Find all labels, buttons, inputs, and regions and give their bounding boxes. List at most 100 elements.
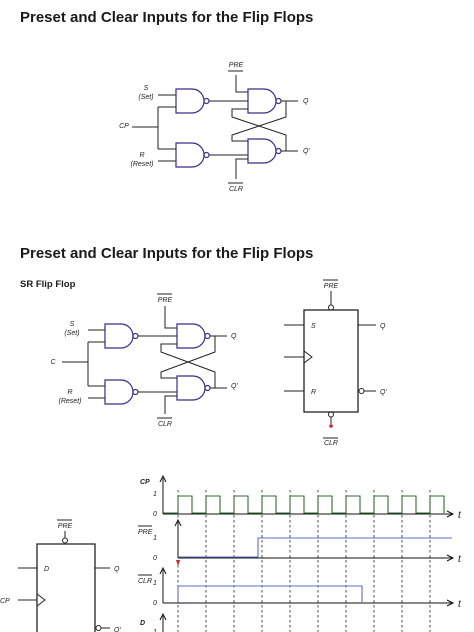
- dff-qbar-label: Q': [114, 627, 121, 632]
- nand-bubble-set: [203, 97, 210, 105]
- block-r-label: R: [311, 389, 316, 396]
- clr-axis-y: [159, 566, 167, 603]
- sr-flip-flop-subtitle: SR Flip Flop: [20, 279, 76, 290]
- pre-label: PRE: [229, 62, 244, 69]
- reset-label: (Reset): [131, 161, 154, 168]
- nand-bubble-qbar-2: [204, 384, 211, 392]
- clr-axis-t: [163, 599, 455, 607]
- pre-track-label: PRE: [138, 529, 153, 536]
- cp-waveform: [163, 495, 445, 514]
- nand-bubble-q: [275, 97, 282, 105]
- clr-wire-2: [164, 395, 177, 414]
- d-track-label: D: [140, 620, 145, 627]
- s-label-2: S: [70, 321, 75, 328]
- pre-axis-t-label: t: [458, 554, 462, 565]
- gate-link-wires: [209, 100, 248, 156]
- block-qbar-bubble: [358, 388, 365, 394]
- dff-q-label: Q: [114, 566, 120, 573]
- block-clr-bubble: [328, 411, 334, 418]
- cp-axis-y: [159, 474, 167, 514]
- cp-axis-t: [163, 510, 455, 518]
- s-label: S: [144, 85, 149, 92]
- gate-link-wires-2: [138, 335, 177, 393]
- d-track-one: 1: [153, 629, 157, 632]
- timing-diagram: CP 1 0 t PRE 1 0 t CLR 1 0 t D 1: [138, 474, 462, 632]
- section-1-title: Preset and Clear Inputs for the Flip Flo…: [20, 9, 314, 26]
- pre-wire-2: [164, 306, 177, 329]
- cp-track-label: CP: [140, 479, 150, 486]
- dff-d-label: D: [44, 566, 49, 573]
- block-qbar-label: Q': [380, 389, 387, 396]
- dff-io-wires: [18, 567, 110, 601]
- nand-bubble-qbar: [275, 147, 282, 155]
- qbar-label-2: Q': [231, 383, 238, 390]
- nand-bubble-reset-2: [132, 388, 139, 396]
- block-clr-label: CLR: [324, 440, 338, 447]
- output-wires: [281, 100, 298, 152]
- nand-gate-reset-2: [104, 379, 134, 405]
- r-label-2: R: [67, 389, 72, 396]
- block-clr-marker: [329, 424, 333, 428]
- cp-track-one: 1: [153, 491, 157, 498]
- nand-gate-qbar-2: [176, 375, 206, 401]
- clr-label: CLR: [229, 186, 243, 193]
- nand-gate-q: [247, 88, 277, 114]
- block-input-wires: [284, 324, 304, 392]
- pre-waveform: [178, 537, 452, 558]
- dff-clock-triangle: [36, 593, 46, 607]
- clr-label-2: CLR: [158, 421, 172, 428]
- dff-cp-label: CP: [0, 598, 10, 605]
- q-label: Q: [303, 98, 309, 105]
- pre-axis-t: [178, 554, 455, 562]
- clr-waveform: [177, 585, 363, 602]
- clr-track-zero: 0: [153, 600, 157, 607]
- clr-track-one: 1: [153, 580, 157, 587]
- c-label-2: C: [50, 359, 56, 366]
- set-label: (Set): [138, 94, 153, 101]
- clock-triangle: [303, 350, 313, 364]
- clr-wire: [235, 158, 248, 179]
- cp-track-zero: 0: [153, 511, 157, 518]
- nand-gate-reset: [175, 142, 205, 168]
- nand-gate-q-2: [176, 323, 206, 349]
- pre-label-2: PRE: [158, 297, 173, 304]
- nand-gate-qbar: [247, 138, 277, 164]
- pre-axis-y: [174, 518, 182, 558]
- block-pre-label: PRE: [324, 283, 339, 290]
- dff-pre-bubble: [62, 537, 68, 544]
- nand-bubble-reset: [203, 151, 210, 159]
- clr-axis-t-label: t: [458, 599, 462, 610]
- r-label: R: [139, 152, 144, 159]
- nand-bubble-set-2: [132, 332, 139, 340]
- block-s-label: S: [311, 323, 316, 330]
- pre-marker: [176, 560, 180, 566]
- cross-coupling-wires: [231, 101, 287, 151]
- q-label-2: Q: [231, 333, 237, 340]
- sr-flip-flop-diagram-2: S (Set) C R (Reset) PRE Q Q' CLR PRE S R…: [50, 279, 387, 447]
- d-flip-flop-block: [36, 543, 96, 632]
- cross-coupling-wires-2: [160, 336, 216, 388]
- output-wires-2: [210, 335, 227, 389]
- nand-bubble-q-2: [204, 332, 211, 340]
- block-pre-bubble: [328, 304, 334, 311]
- pre-track-zero: 0: [153, 555, 157, 562]
- cp-label: CP: [119, 123, 129, 130]
- set-label-2: (Set): [64, 330, 79, 337]
- section-2-title: Preset and Clear Inputs for the Flip Flo…: [20, 245, 314, 262]
- input-wires: [132, 94, 176, 162]
- nand-gate-set-2: [104, 323, 134, 349]
- pre-track-one: 1: [153, 535, 157, 542]
- d-axis-y: [159, 612, 167, 632]
- clr-track-label: CLR: [138, 578, 152, 585]
- sr-latch-gate-diagram-1: S (Set) CP R (Reset) PRE Q Q' CLR: [119, 62, 310, 193]
- block-q-label: Q: [380, 323, 386, 330]
- pre-wire: [235, 75, 248, 93]
- clock-edge-guides: [177, 490, 431, 632]
- nand-gate-set: [175, 88, 205, 114]
- d-flip-flop-diagram: PRE D Q CP Q': [0, 519, 121, 632]
- cp-axis-t-label: t: [458, 510, 462, 521]
- dff-pre-label: PRE: [58, 523, 73, 530]
- reset-label-2: (Reset): [59, 398, 82, 405]
- qbar-label: Q': [303, 148, 310, 155]
- input-wires-2: [62, 329, 105, 399]
